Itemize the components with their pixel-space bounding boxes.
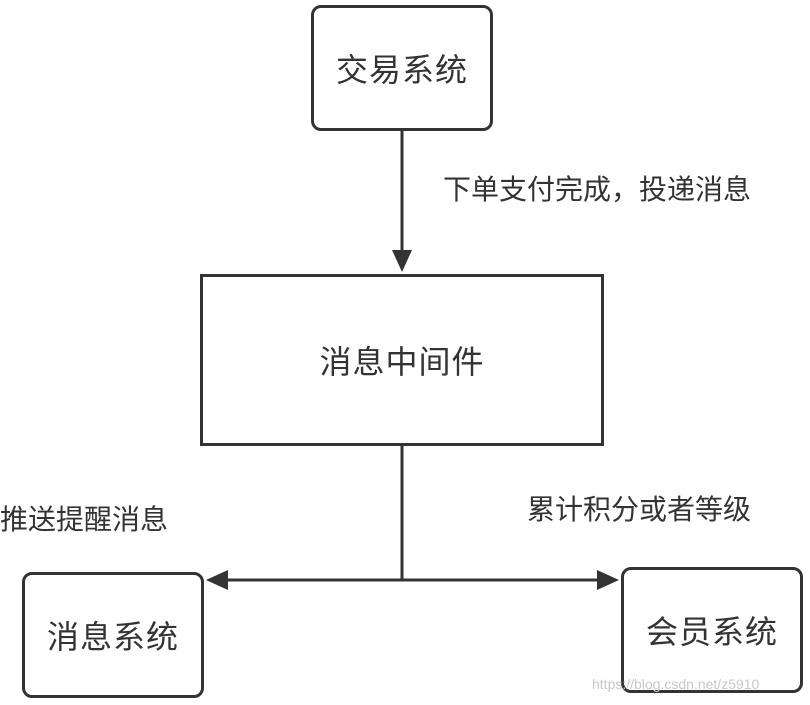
arrowhead-to-member [597,570,619,590]
member-system-label: 会员系统 [645,613,778,651]
watermark: https://blog.csdn.net/z5910 [592,676,760,692]
pay-edge-label: 下单支付完成，投递消息 [443,173,752,206]
points-edge-label: 累计积分或者等级 [527,493,752,526]
message-system-label: 消息系统 [46,618,179,656]
message-middleware-node: 消息中间件 [200,274,604,446]
trade-system-label: 交易系统 [335,51,468,89]
message-system-node: 消息系统 [22,572,204,698]
arrowhead-to-message [206,570,228,590]
arrowhead-to-mq [392,250,412,272]
push-edge-label: 推送提醒消息 [0,503,169,536]
message-middleware-label: 消息中间件 [319,343,485,381]
trade-system-node: 交易系统 [311,5,493,131]
member-system-node: 会员系统 [621,567,803,693]
